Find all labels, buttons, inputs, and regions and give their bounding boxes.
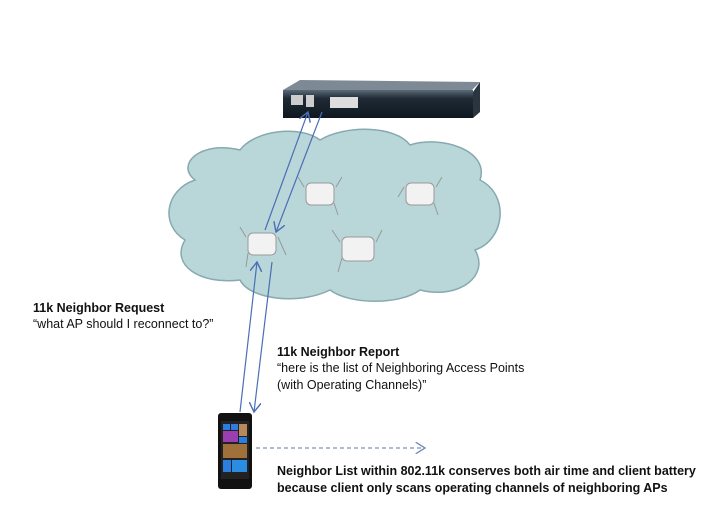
- report-title: 11k Neighbor Report: [277, 345, 400, 359]
- access-point-icon: [239, 176, 443, 273]
- cloud-network-icon: [168, 128, 501, 302]
- report-arrow-to-client: [254, 261, 273, 412]
- summary-line1: Neighbor List within 802.11k conserves b…: [277, 464, 696, 478]
- request-arrow-to-ap: [239, 262, 257, 413]
- smartphone-icon: [218, 413, 252, 489]
- summary-line2: because client only scans operating chan…: [277, 481, 668, 495]
- request-arrow-to-controller: [264, 112, 308, 231]
- request-title: 11k Neighbor Request: [33, 301, 165, 315]
- report-arrow-to-ap: [276, 111, 323, 232]
- request-quote: “what AP should I reconnect to?”: [33, 317, 214, 331]
- message-arrows: [239, 111, 425, 448]
- report-line1: “here is the list of Neighboring Access …: [277, 361, 525, 375]
- wireless-controller-icon: [283, 80, 480, 118]
- report-line2: (with Operating Channels)”: [277, 378, 427, 392]
